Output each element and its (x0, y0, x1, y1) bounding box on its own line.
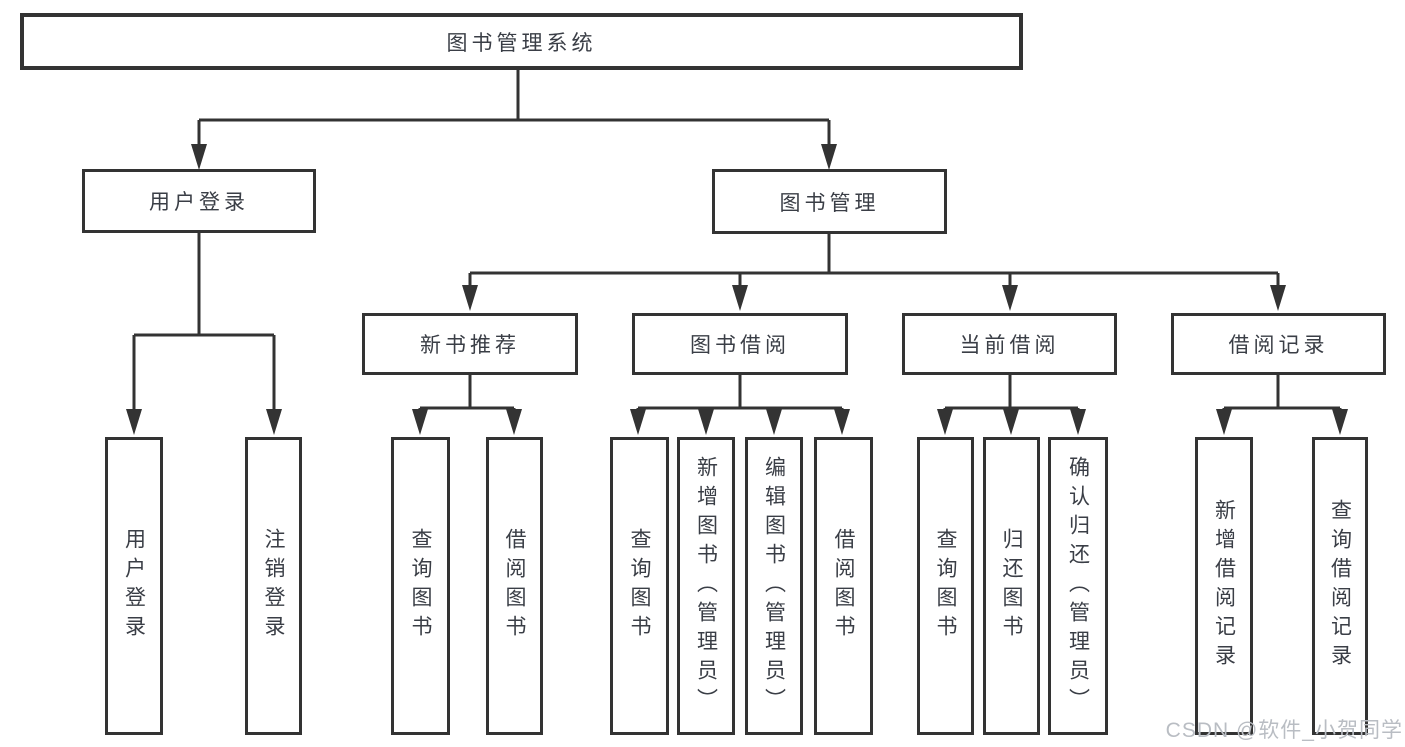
leaf-query-borrow-record: 查询借阅记录 (1312, 437, 1368, 735)
leaf-add-borrow-record: 新增借阅记录 (1195, 437, 1253, 735)
leaf-logout-label: 注销登录 (262, 528, 285, 644)
node-new-book-recommend-label: 新书推荐 (420, 334, 520, 357)
watermark: CSDN @软件_小贺同学 (1165, 719, 1403, 742)
node-borrow-records-label: 借阅记录 (1228, 334, 1329, 357)
node-current-borrow-label: 当前借阅 (959, 334, 1060, 357)
leaf-edit-book-admin-label: 编辑图书（管理员） (762, 455, 786, 717)
node-book-management: 图书管理 (712, 169, 947, 234)
leaf-borrow-books-recommend-label: 借阅图书 (503, 528, 526, 644)
node-user-login-label: 用户登录 (149, 191, 249, 214)
node-book-borrow: 图书借阅 (632, 313, 848, 375)
leaf-edit-book-admin: 编辑图书（管理员） (745, 437, 803, 735)
leaf-borrow-books-borrow-label: 借阅图书 (832, 528, 855, 644)
leaf-return-book: 归还图书 (983, 437, 1040, 735)
leaf-query-borrow-record-label: 查询借阅记录 (1328, 499, 1352, 673)
leaf-query-books-borrow: 查询图书 (610, 437, 669, 735)
leaf-borrow-books-recommend: 借阅图书 (486, 437, 543, 735)
leaf-confirm-return-admin: 确认归还（管理员） (1048, 437, 1108, 735)
node-current-borrow: 当前借阅 (902, 313, 1117, 375)
leaf-add-book-admin-label: 新增图书（管理员） (694, 455, 718, 717)
leaf-confirm-return-admin-label: 确认归还（管理员） (1066, 455, 1090, 717)
node-root-label: 图书管理系统 (446, 31, 597, 55)
leaf-borrow-books-borrow: 借阅图书 (814, 437, 873, 735)
leaf-query-books-recommend-label: 查询图书 (409, 528, 432, 644)
node-new-book-recommend: 新书推荐 (362, 313, 578, 375)
node-root: 图书管理系统 (20, 13, 1023, 70)
node-book-borrow-label: 图书借阅 (690, 334, 790, 357)
leaf-query-books-borrow-label: 查询图书 (628, 528, 651, 644)
leaf-logout: 注销登录 (245, 437, 302, 735)
leaf-user-login: 用户登录 (105, 437, 163, 735)
leaf-return-book-label: 归还图书 (1000, 528, 1023, 644)
leaf-user-login-label: 用户登录 (122, 528, 146, 644)
leaf-add-book-admin: 新增图书（管理员） (677, 437, 735, 735)
node-user-login: 用户登录 (82, 169, 316, 233)
leaf-query-books-current-label: 查询图书 (934, 528, 957, 644)
leaf-query-books-recommend: 查询图书 (391, 437, 450, 735)
leaf-query-books-current: 查询图书 (917, 437, 974, 735)
node-book-management-label: 图书管理 (779, 191, 880, 215)
leaf-add-borrow-record-label: 新增借阅记录 (1212, 499, 1236, 673)
node-borrow-records: 借阅记录 (1171, 313, 1386, 375)
